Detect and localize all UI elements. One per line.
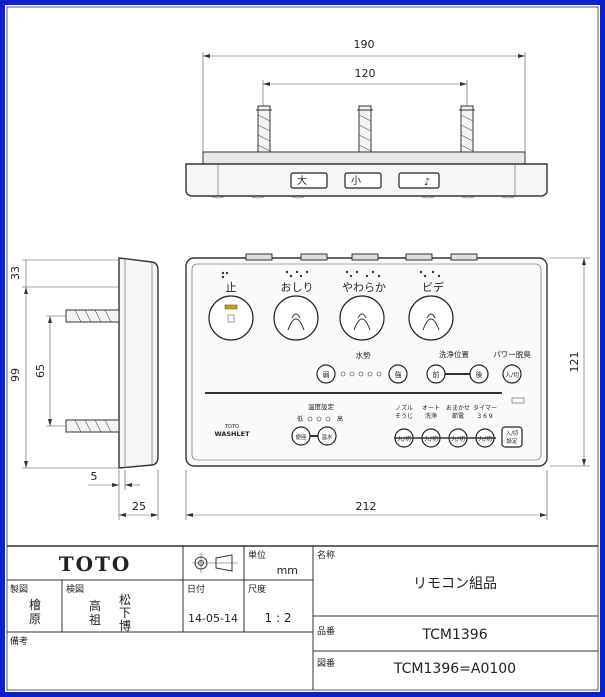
notes-label: 備考 xyxy=(10,635,28,647)
top-pin xyxy=(459,105,475,159)
back-btn-label: 後 xyxy=(476,370,483,379)
side-view: 33 99 65 5 25 xyxy=(9,257,159,520)
checked-name-5: 博 xyxy=(119,618,131,633)
setting-button xyxy=(501,426,523,448)
timer-values: 3 6 9 xyxy=(477,413,492,420)
auto-wash-btn-label: 入/切 xyxy=(424,436,438,443)
panel-brand: TOTO xyxy=(224,424,239,430)
panel-model-line: WASHLET xyxy=(214,430,250,438)
title-block: TOTO 単位 mm 名称 リモコン組品 製図 檜 原 検図 高 祖 松 下 博… xyxy=(7,545,598,690)
nozzle-clean-label: ノズルそうじ xyxy=(395,404,413,420)
timer-btn-label: 入/切 xyxy=(478,436,492,443)
omakase-btn-label: 入/切 xyxy=(451,436,465,443)
weak-button xyxy=(316,364,336,384)
strong-button xyxy=(388,364,408,384)
dim-121: 121 xyxy=(568,352,581,373)
checked-name-1: 高 xyxy=(89,598,101,613)
drawing-number-label: 図番 xyxy=(317,657,335,669)
date-value: 14-05-14 xyxy=(188,612,238,625)
yawaraka-button xyxy=(339,295,385,341)
top-pin xyxy=(357,105,373,159)
top-sound-button xyxy=(398,172,440,189)
strong-label: 強 xyxy=(395,371,402,379)
temp-indicators xyxy=(307,416,331,422)
unit-value: mm xyxy=(277,564,298,577)
top-big-flush-label: 大 xyxy=(297,174,307,187)
top-small-flush-button xyxy=(344,172,382,189)
water-btn-label: 温水 xyxy=(321,433,333,441)
timer-label: タイマー xyxy=(473,404,497,412)
name-label: 名称 xyxy=(317,549,335,561)
auto-wash-label: オート洗浄 xyxy=(422,405,440,420)
setting-btn-label: 入/切設定 xyxy=(506,430,519,445)
part-number-label: 品番 xyxy=(317,625,335,637)
water-temp-button xyxy=(317,426,337,446)
top-small-flush-label: 小 xyxy=(351,175,361,187)
braille-dots xyxy=(221,270,441,279)
top-big-flush-button xyxy=(290,172,328,189)
top-view: 190 120 大 小 xyxy=(185,38,548,199)
stop-button xyxy=(208,295,254,341)
checked-name-4: 下 xyxy=(119,606,131,620)
wash-position-label: 洗浄位置 xyxy=(439,349,469,359)
checked-name-3: 松 xyxy=(119,593,131,607)
drawn-label: 製図 xyxy=(10,583,28,595)
water-force-label: 水勢 xyxy=(356,350,371,360)
dim-99: 99 xyxy=(9,368,22,382)
top-pin xyxy=(256,105,272,159)
scale-label: 尺度 xyxy=(248,583,266,595)
dim-33: 33 xyxy=(9,266,22,280)
drawn-name-1: 檜 xyxy=(29,597,41,612)
bidet-label: ビデ xyxy=(422,280,444,294)
front-btn-label: 前 xyxy=(433,370,440,379)
bidet-button xyxy=(408,295,454,341)
unit-label: 単位 xyxy=(248,549,266,561)
part-number: TCM1396 xyxy=(421,627,487,643)
company-logo: TOTO xyxy=(59,552,132,576)
temp-setting-label: 温度設定 xyxy=(308,402,335,411)
dim-120: 120 xyxy=(355,67,376,80)
dim-212: 212 xyxy=(356,500,377,513)
dim-25: 25 xyxy=(132,500,146,513)
yawaraka-label: やわらか xyxy=(342,281,386,294)
checked-label: 検図 xyxy=(66,583,84,595)
nozzle-clean-btn-label: 入/切 xyxy=(397,436,411,443)
power-deodorize-btn-label: 入/切 xyxy=(505,372,519,379)
part-name: リモコン組品 xyxy=(413,576,497,592)
seat-btn-label: 便座 xyxy=(295,433,307,441)
date-label: 日付 xyxy=(187,584,205,595)
scale-value: 1 : 2 xyxy=(265,611,292,625)
dim-65: 65 xyxy=(34,364,47,378)
front-view: 121 212 止 おしり やわらか ビデ xyxy=(185,253,590,520)
inner-border xyxy=(6,6,599,691)
projection-symbol-icon xyxy=(192,553,238,573)
weak-label: 弱 xyxy=(323,371,330,379)
stop-label: 止 xyxy=(226,281,237,294)
drawing-number: TCM1396=A0100 xyxy=(393,661,516,677)
omakase-label: おまかせ節電 xyxy=(446,405,470,420)
power-deodorize-label: パワー脱臭 xyxy=(493,349,531,359)
power-deodorize-button xyxy=(502,364,522,384)
oshiri-label: おしり xyxy=(281,281,314,294)
temp-low-label: 低 xyxy=(297,415,303,423)
back-button xyxy=(469,364,489,384)
checked-name-2: 祖 xyxy=(89,612,101,627)
dim-5: 5 xyxy=(91,470,98,483)
temp-high-label: 高 xyxy=(337,415,343,423)
oshiri-button xyxy=(273,295,319,341)
top-sound-label: ♪ xyxy=(424,177,430,188)
drawn-name-2: 原 xyxy=(29,612,41,626)
dim-190: 190 xyxy=(354,38,375,51)
water-force-indicators xyxy=(340,371,382,377)
